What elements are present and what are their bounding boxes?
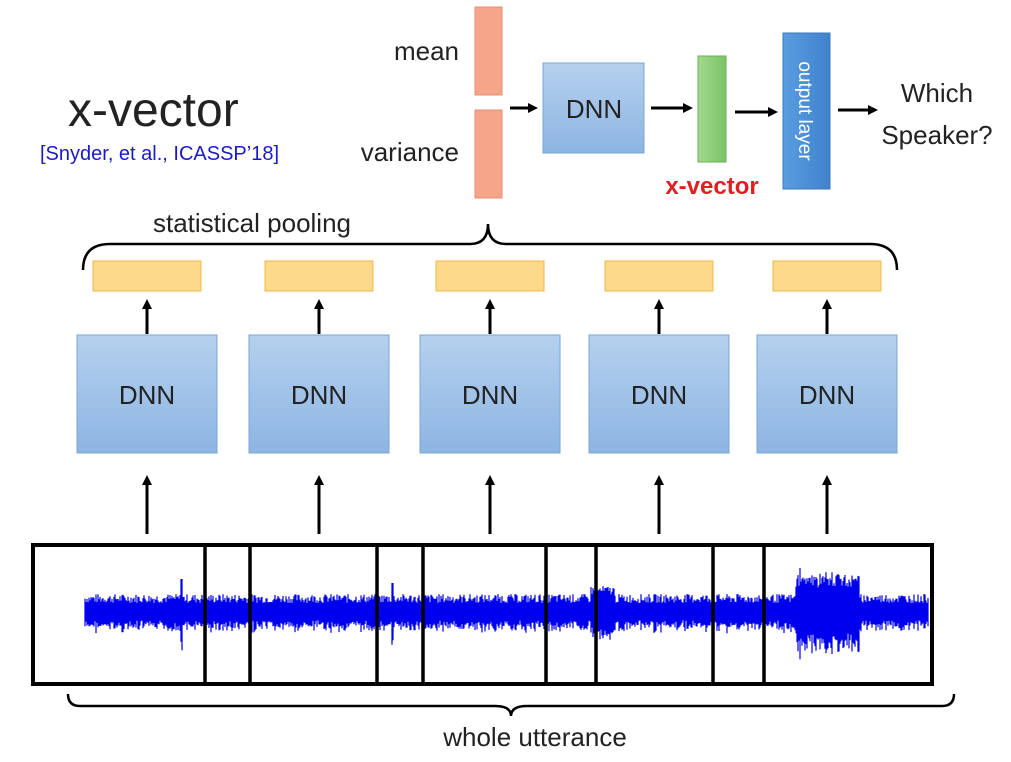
embedding-box xyxy=(604,260,714,292)
waveform-signal xyxy=(84,568,929,660)
embedding-box xyxy=(92,260,202,292)
frame-columns: DNN DNN DNN DNN DNN xyxy=(76,260,898,534)
xvector-box xyxy=(697,55,727,163)
frame-dnn-label: DNN xyxy=(799,380,855,410)
frame-dnn-label: DNN xyxy=(291,380,347,410)
top-dnn-label: DNN xyxy=(566,94,622,124)
xvector-label: x-vector xyxy=(665,173,758,200)
frame-dnn-box xyxy=(76,334,218,454)
segment-dividers xyxy=(203,545,766,684)
which-speaker-line1: Which xyxy=(901,78,973,108)
frame-dnn-box xyxy=(756,334,898,454)
embedding-box xyxy=(772,260,882,292)
frame-dnn-box xyxy=(588,334,730,454)
variance-box xyxy=(474,109,503,199)
statistical-pooling-label: statistical pooling xyxy=(153,208,351,238)
variance-label: variance xyxy=(361,137,459,167)
top-dnn-box xyxy=(542,62,645,154)
mean-label: mean xyxy=(394,36,459,66)
waveform-frame xyxy=(31,543,934,686)
whole-utterance-label: whole utterance xyxy=(442,722,627,752)
frame-dnn-label: DNN xyxy=(631,380,687,410)
output-layer-label: output layer xyxy=(794,61,815,161)
waveform xyxy=(84,568,929,660)
mean-box xyxy=(474,6,503,96)
frame-dnn-label: DNN xyxy=(119,380,175,410)
which-speaker-line2: Speaker? xyxy=(881,120,992,150)
frame-dnn-box xyxy=(248,334,390,454)
citation: [Snyder, et al., ICASSP’18] xyxy=(40,143,279,165)
embedding-box xyxy=(264,260,374,292)
utterance-brace xyxy=(66,693,956,717)
title: x-vector xyxy=(68,84,239,137)
frame-dnn-label: DNN xyxy=(462,380,518,410)
output-layer-box xyxy=(782,32,831,190)
pooling-brace xyxy=(81,223,899,271)
frame-dnn-box xyxy=(419,334,561,454)
embedding-box xyxy=(435,260,545,292)
